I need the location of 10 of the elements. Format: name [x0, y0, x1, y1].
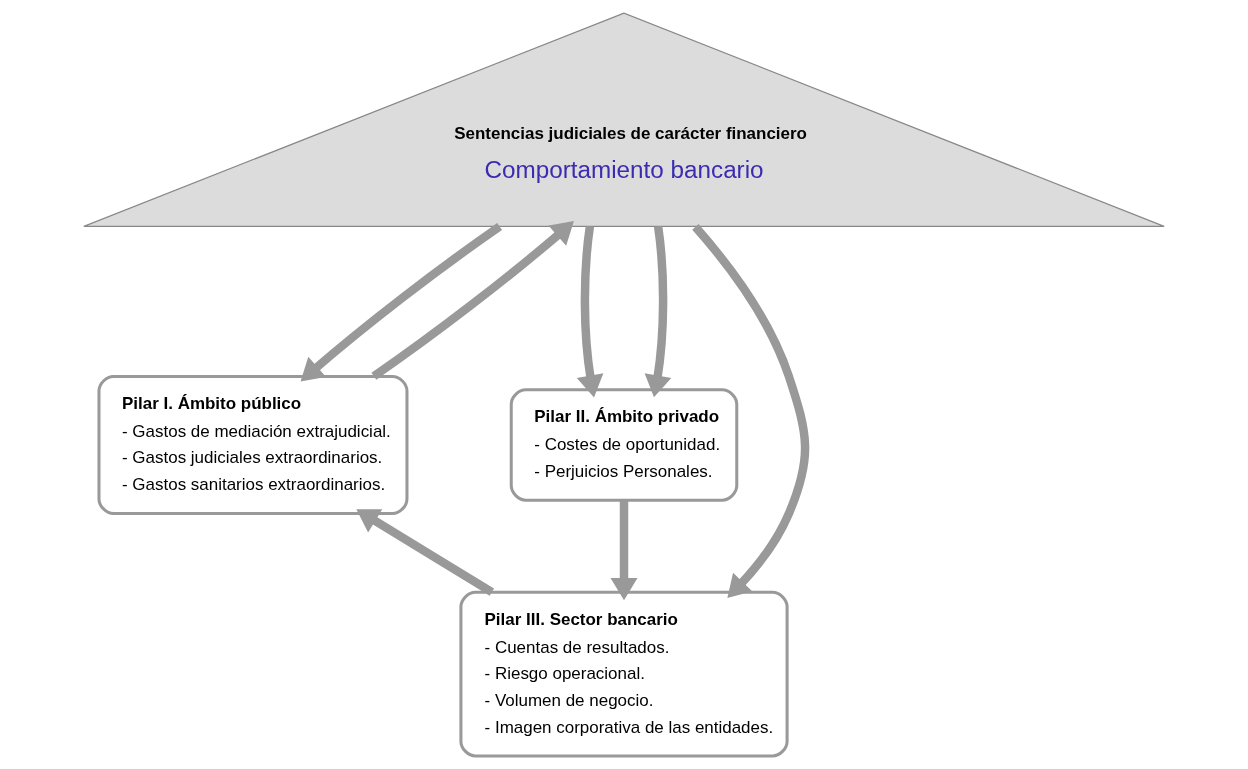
- node-box: Pilar I. Ámbito público - Gastos de mediación extrajudicial. - Gastos judiciales extraordinarios. - Gastos sanitarios extraordinarios.: [97, 374, 409, 515]
- node-box: Pilar II. Ámbito privado - Costes de oportunidad. - Perjuicios Personales.: [509, 388, 739, 502]
- node-box: Pilar III. Sector bancario - Cuentas de resultados. - Riesgo operacional. - Volumen de negocio. - Imagen corporativa de las entidades.: [459, 590, 789, 758]
- arrow: [356, 509, 495, 596]
- arrow: [692, 224, 810, 598]
- arrow: [610, 500, 638, 601]
- arrow: [576, 225, 604, 398]
- arrow: [300, 222, 503, 382]
- arrow: [371, 221, 574, 380]
- arrow: [644, 225, 672, 398]
